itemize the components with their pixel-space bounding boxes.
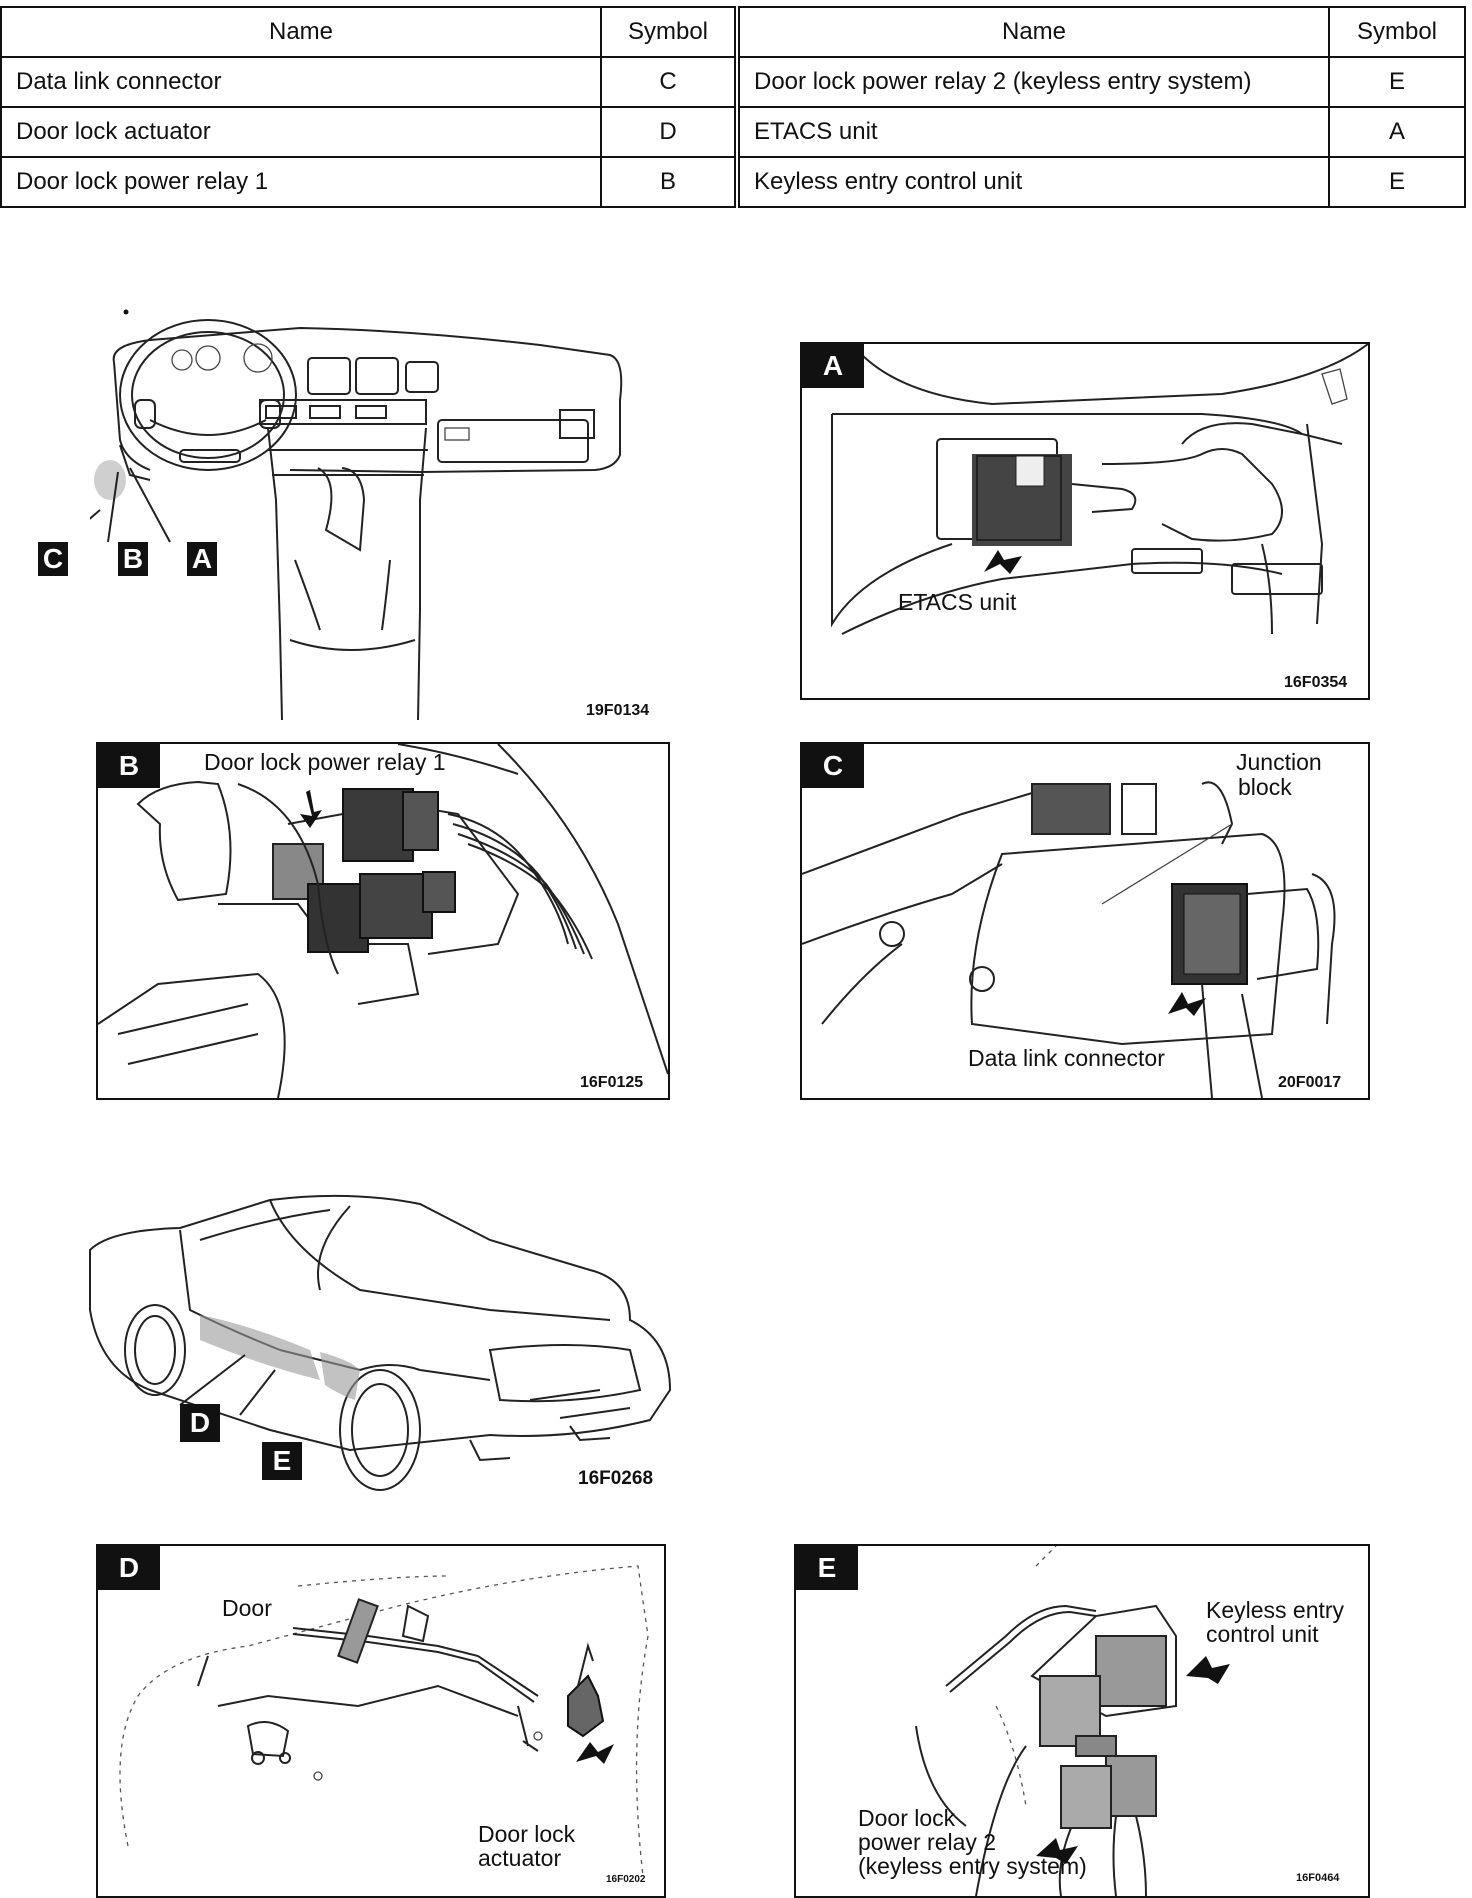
label-door-lock-actuator-1: Door lock (478, 1821, 576, 1847)
cell-name: Door lock actuator (0, 106, 602, 158)
cell-symbol: D (600, 106, 736, 158)
panel-c-drawing (802, 781, 1336, 1098)
panel-d-door-lock-actuator: D Door Door lock actuator 16F0202 (96, 1544, 666, 1898)
header-name-left: Name (0, 6, 602, 58)
cell-name: Data link connector (0, 56, 602, 108)
panel-letter-d: D (98, 1546, 160, 1590)
label-door-lock-power-relay-2-2: power relay 2 (858, 1829, 997, 1855)
cell-name: Door lock power relay 2 (keyless entry s… (738, 56, 1330, 108)
label-door-lock-power-relay-1: Door lock power relay 1 (204, 749, 446, 775)
panel-letter-a: A (802, 344, 864, 388)
cell-symbol: B (600, 156, 736, 208)
label-data-link-connector: Data link connector (968, 1045, 1165, 1071)
table-row: Door lock actuator D ETACS unit A (0, 106, 1466, 158)
table-header-row: Name Symbol Name Symbol (0, 6, 1466, 58)
marker-c: C (38, 542, 68, 576)
marker-a: A (187, 542, 217, 576)
header-name-right: Name (738, 6, 1330, 58)
figure-code: 19F0134 (586, 702, 650, 719)
panel-b-drawing (98, 744, 668, 1098)
label-junction-block-1: Junction (1236, 749, 1322, 775)
marker-d: D (180, 1404, 220, 1442)
panel-letter-b: B (98, 744, 160, 788)
cell-name: ETACS unit (738, 106, 1330, 158)
car-drawing (89, 1194, 672, 1491)
label-door-lock-power-relay-2-1: Door lock (858, 1805, 956, 1831)
figure-code: 16F0268 (578, 1468, 654, 1489)
car-overview-illustration: D E 16F0268 (70, 1190, 690, 1510)
table-row: Door lock power relay 1 B Keyless entry … (0, 156, 1466, 208)
label-keyless-entry-control-unit-2: control unit (1206, 1621, 1319, 1647)
panel-letter-c: C (802, 744, 864, 788)
label-door: Door (222, 1595, 272, 1621)
panel-e-drawing (915, 1546, 1230, 1896)
figure-code: 16F0202 (606, 1874, 646, 1885)
cell-name: Keyless entry control unit (738, 156, 1330, 208)
panel-b-door-lock-relay-1: B Door lock power relay 1 16F0125 (96, 742, 670, 1100)
dashboard-drawing (90, 309, 623, 720)
label-etacs-unit: ETACS unit (898, 589, 1017, 615)
table-row: Data link connector C Door lock power re… (0, 56, 1466, 108)
cell-symbol: E (1328, 156, 1466, 208)
panel-e-keyless-entry: E Keyless entry control unit Door lock p… (794, 1544, 1370, 1898)
marker-b: B (118, 542, 148, 576)
component-location-table: Name Symbol Name Symbol Data link connec… (0, 6, 1466, 208)
panel-d-drawing (119, 1565, 649, 1877)
figure-code: 16F0354 (1284, 674, 1348, 691)
panel-a-drawing (831, 344, 1368, 635)
dashboard-overview-illustration: C B A 19F0134 (38, 300, 680, 720)
header-symbol-right: Symbol (1328, 6, 1466, 58)
cell-symbol: E (1328, 56, 1466, 108)
label-keyless-entry-control-unit-1: Keyless entry (1206, 1597, 1345, 1623)
header-symbol-left: Symbol (600, 6, 736, 58)
cell-symbol: A (1328, 106, 1466, 158)
label-door-lock-actuator-2: actuator (478, 1845, 562, 1871)
panel-a-etacs-unit: A ETACS unit 16F0354 (800, 342, 1370, 700)
figure-code: 16F0125 (580, 1074, 644, 1091)
panel-letter-e: E (796, 1546, 858, 1590)
panel-c-data-link-connector: C Junction block Data link connector 20F… (800, 742, 1370, 1100)
figure-code: 20F0017 (1278, 1074, 1342, 1091)
cell-name: Door lock power relay 1 (0, 156, 602, 208)
marker-e: E (262, 1442, 302, 1480)
label-door-lock-power-relay-2-3: (keyless entry system) (858, 1853, 1087, 1879)
label-junction-block-2: block (1238, 774, 1292, 800)
figure-code: 16F0464 (1296, 1872, 1340, 1884)
cell-symbol: C (600, 56, 736, 108)
